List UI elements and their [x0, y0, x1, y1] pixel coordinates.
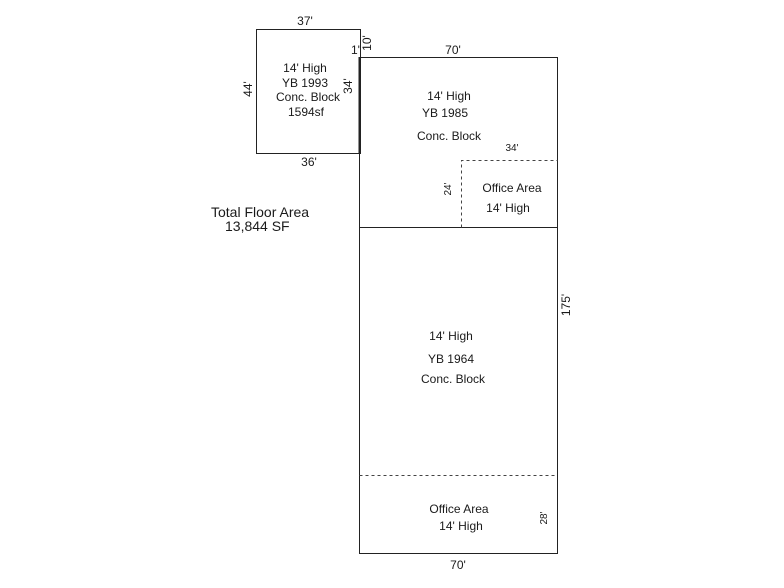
dim-offset-10: 10'	[360, 35, 374, 51]
office-2-height: 14' High	[439, 519, 483, 533]
section-1985-height: 14' High	[427, 89, 471, 103]
section-1964-height: 14' High	[429, 329, 473, 343]
dim-annex-top: 37'	[297, 14, 313, 28]
dim-main-right: 175'	[559, 294, 573, 316]
office-1-height: 14' High	[486, 201, 530, 215]
dim-office-1-height: 24'	[443, 182, 454, 195]
dim-annex-bottom: 36'	[301, 155, 317, 169]
main-building-outline	[359, 57, 558, 554]
dim-main-bottom: 70'	[450, 558, 466, 572]
dim-annex-right: 34'	[341, 78, 355, 94]
office-1-name: Office Area	[482, 181, 541, 195]
annex-height: 14' High	[283, 61, 327, 75]
dim-offset-1: 1'	[351, 43, 360, 57]
section-1964-year-built: YB 1964	[428, 352, 474, 366]
dim-main-top: 70'	[445, 43, 461, 57]
section-1985-construction: Conc. Block	[417, 129, 482, 143]
total-floor-area-value: 13,844 SF	[225, 218, 290, 234]
annex-area: 1594sf	[288, 105, 325, 119]
total-floor-area-label: Total Floor Area	[211, 204, 309, 220]
annex-construction: Conc. Block	[276, 90, 341, 104]
dim-office-1-width: 34'	[505, 143, 518, 154]
annex-year-built: YB 1993	[282, 76, 328, 90]
section-1985-year-built: YB 1985	[422, 106, 468, 120]
office-2-name: Office Area	[429, 502, 488, 516]
dim-annex-left: 44'	[241, 81, 255, 97]
section-1964-construction: Conc. Block	[421, 372, 486, 386]
office-1-outline	[461, 160, 558, 228]
dim-office-2-height: 28'	[539, 511, 550, 524]
